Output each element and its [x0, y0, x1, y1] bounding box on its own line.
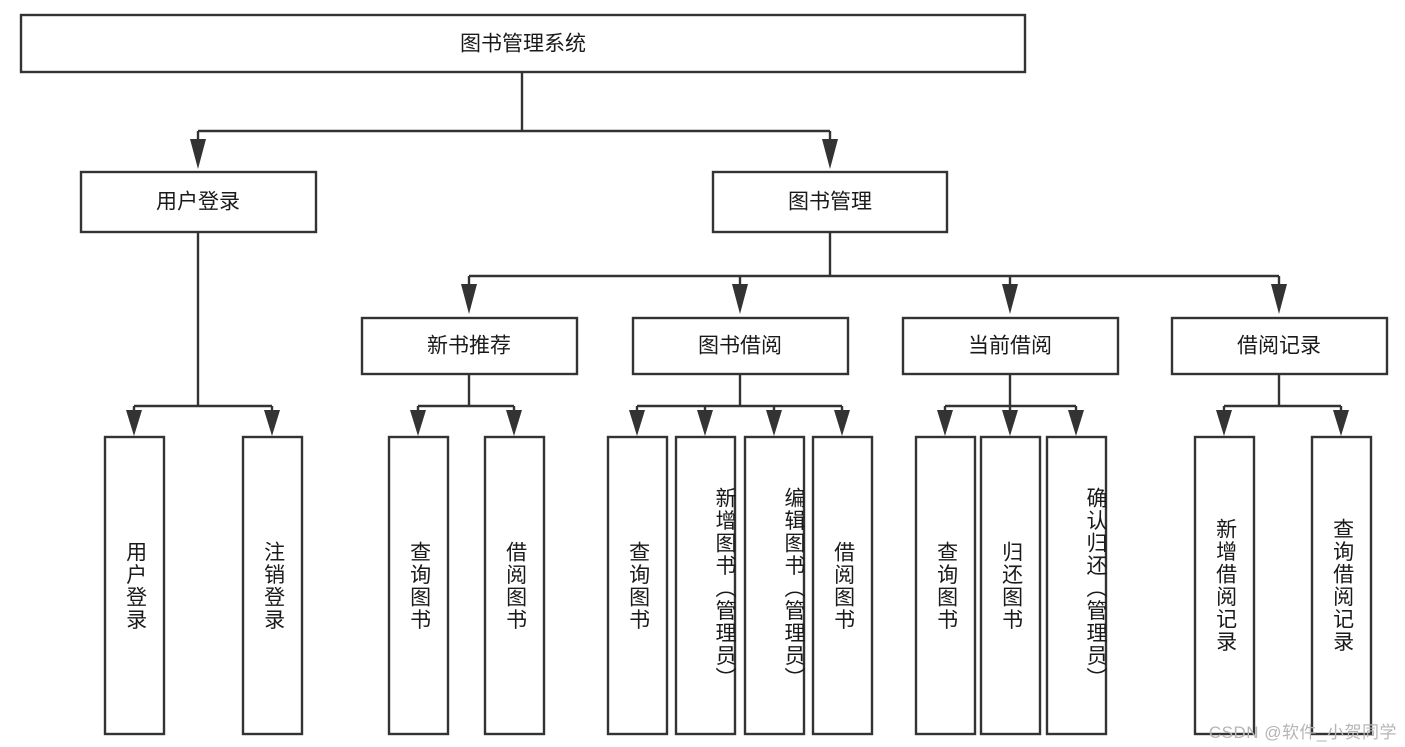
- arrow-head-leaf-borrow-book-nb: [506, 410, 522, 436]
- node-user-login-label: 用户登录: [156, 191, 240, 214]
- node-book-borrow-label: 图书借阅: [698, 335, 782, 358]
- connector-group-user-login: [126, 232, 280, 436]
- leaf-box-query-record[interactable]: [1310, 435, 1373, 736]
- leaf-boxes-current-borrow: [914, 435, 1108, 736]
- leaf-boxes-user-login: [103, 435, 304, 736]
- arrow-head-new-book: [461, 284, 477, 314]
- arrow-head-leaf-query-book-cb: [937, 410, 953, 436]
- leaf-box-borrow-book-bb[interactable]: [811, 435, 874, 736]
- arrow-head-book-borrow: [732, 284, 748, 314]
- node-current-borrow[interactable]: 当前借阅: [901, 316, 1120, 376]
- node-borrow-record-box[interactable]: [1170, 316, 1389, 376]
- node-root-box[interactable]: [19, 13, 1027, 74]
- node-book-borrow[interactable]: 图书借阅: [631, 316, 850, 376]
- leaf-box-query-book-cb[interactable]: [914, 435, 977, 736]
- leaf-boxes-new-book: [387, 435, 546, 736]
- arrow-head-leaf-user-login: [126, 410, 142, 436]
- node-new-book-recommend[interactable]: 新书推荐: [360, 316, 579, 376]
- arrow-head-leaf-query-book-nb: [410, 410, 426, 436]
- node-root-label: 图书管理系统: [460, 33, 586, 56]
- arrow-head-current-borrow: [1002, 284, 1018, 314]
- leaf-box-add-book[interactable]: [674, 435, 737, 736]
- connector-group-book-borrow-leaves: [629, 374, 850, 436]
- arrow-head-leaf-confirm-return: [1068, 410, 1084, 436]
- leaf-box-borrow-book-nb[interactable]: [483, 435, 546, 736]
- leaf-box-confirm-return[interactable]: [1045, 435, 1108, 736]
- node-book-manage-box[interactable]: [711, 170, 949, 234]
- arrow-head-leaf-borrow-book-bb: [834, 410, 850, 436]
- arrow-head-leaf-add-book: [697, 410, 713, 436]
- connector-group-book-manage: [461, 232, 1287, 314]
- connector-group-borrow-record-leaves: [1216, 374, 1349, 436]
- arrow-head-leaf-query-book-bb: [629, 410, 645, 436]
- leaf-box-user-login[interactable]: [103, 435, 166, 736]
- arrow-head-leaf-edit-book: [766, 410, 782, 436]
- arrow-head-leaf-add-record: [1216, 410, 1232, 436]
- arrow-head-borrow-record: [1271, 284, 1287, 314]
- node-user-login-box[interactable]: [79, 170, 318, 234]
- leaf-box-logout[interactable]: [241, 435, 304, 736]
- arrow-head-book-manage: [822, 139, 838, 169]
- node-book-borrow-box[interactable]: [631, 316, 850, 376]
- connector-group-new-book-leaves: [410, 374, 522, 436]
- leaf-boxes-borrow-record: [1193, 435, 1373, 736]
- node-new-book-recommend-box[interactable]: [360, 316, 579, 376]
- connector-group-current-borrow-leaves: [937, 374, 1084, 436]
- arrow-head-leaf-query-record: [1333, 410, 1349, 436]
- node-root[interactable]: 图书管理系统: [19, 13, 1027, 74]
- arrow-head-leaf-logout: [264, 410, 280, 436]
- leaf-box-edit-book[interactable]: [743, 435, 806, 736]
- node-user-login[interactable]: 用户登录: [79, 170, 318, 234]
- csdn-watermark: CSDN @软件_小贺同学: [1208, 723, 1397, 742]
- leaf-box-add-record[interactable]: [1193, 435, 1256, 736]
- leaf-box-query-book-nb[interactable]: [387, 435, 450, 736]
- node-current-borrow-label: 当前借阅: [968, 335, 1052, 358]
- node-borrow-record[interactable]: 借阅记录: [1170, 316, 1389, 376]
- leaf-boxes-book-borrow: [606, 435, 874, 736]
- node-current-borrow-box[interactable]: [901, 316, 1120, 376]
- leaf-box-return-book[interactable]: [979, 435, 1042, 736]
- node-new-book-recommend-label: 新书推荐: [427, 335, 511, 358]
- node-book-manage-label: 图书管理: [788, 191, 872, 214]
- connector-group-root: [190, 72, 838, 169]
- node-borrow-record-label: 借阅记录: [1237, 335, 1321, 358]
- arrow-head-user-login: [190, 139, 206, 169]
- node-book-manage[interactable]: 图书管理: [711, 170, 949, 234]
- arrow-head-leaf-return-book: [1002, 410, 1018, 436]
- leaf-box-query-book-bb[interactable]: [606, 435, 669, 736]
